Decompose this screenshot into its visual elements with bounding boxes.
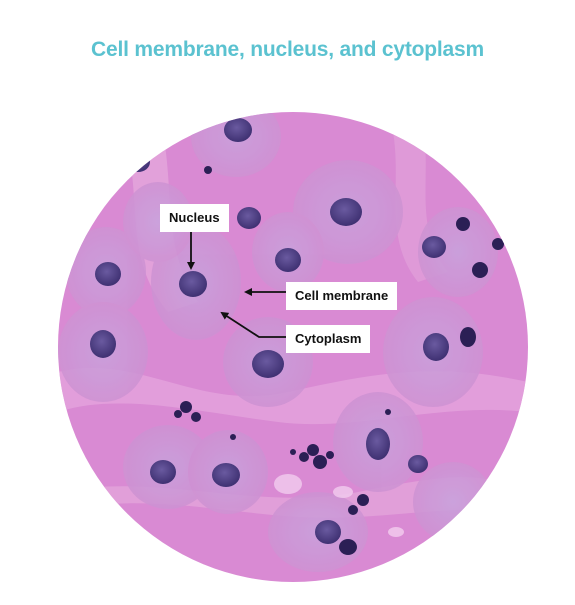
label-cell-membrane: Cell membrane xyxy=(286,282,398,310)
nucleus-shape xyxy=(366,428,390,460)
nucleus-shape xyxy=(212,463,240,487)
tissue-streak xyxy=(388,112,448,282)
nucleus-shape xyxy=(90,330,116,358)
nucleus-shape xyxy=(126,152,150,172)
label-cytoplasm: Cytoplasm xyxy=(286,325,371,353)
nucleus-shape xyxy=(330,198,362,226)
tissue-streak xyxy=(58,477,528,518)
nucleus-shape xyxy=(179,271,207,297)
nucleus-shape xyxy=(408,455,428,473)
nucleus-shape xyxy=(252,350,284,378)
diagram-title: Cell membrane, nucleus, and cytoplasm xyxy=(91,38,484,61)
nucleus-shape xyxy=(150,460,176,484)
nucleus-shape xyxy=(460,327,476,347)
nucleus-shape xyxy=(315,520,341,544)
nucleus-shape xyxy=(237,207,261,229)
nucleus-shape xyxy=(422,236,446,258)
nucleus-shape xyxy=(423,333,449,361)
nucleus-shape xyxy=(339,539,357,555)
nucleus-shape xyxy=(275,248,301,272)
label-nucleus: Nucleus xyxy=(160,204,229,232)
nucleus-shape xyxy=(95,262,121,286)
nucleus-shape xyxy=(224,118,252,142)
vacuoles xyxy=(274,474,404,537)
microscope-field xyxy=(58,112,528,582)
dark-cells xyxy=(174,166,504,515)
